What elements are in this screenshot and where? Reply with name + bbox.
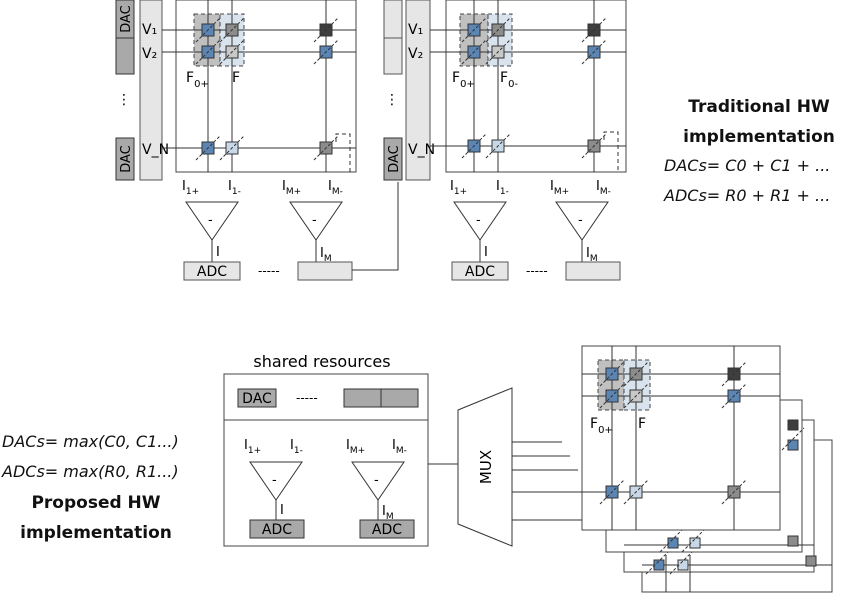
f-minus-label: F (638, 416, 646, 432)
cell (667, 537, 679, 549)
adc-label: ADC (197, 264, 227, 280)
adc-box (183, 261, 241, 281)
im-plus-label: IM+ (346, 438, 365, 456)
shared-resources-block: shared resources DAC ----- I1+ I1- IM+ I… (223, 352, 429, 547)
voltage-bar (139, 0, 163, 181)
f0-plus-label: F0+ (186, 70, 209, 90)
cell (677, 559, 689, 571)
amp2-sign: - (578, 213, 583, 228)
amp1-out-label: I (280, 503, 284, 518)
voltage-bar (405, 0, 431, 181)
adc-box (451, 261, 509, 281)
dac-top-lower-box (115, 37, 135, 75)
amplifier-2 (289, 201, 343, 241)
amplifier-1 (185, 201, 239, 241)
dac-top-lower-box (383, 37, 403, 75)
dac-bottom-box (383, 137, 403, 181)
f0-plus-label: F0+ (590, 416, 613, 436)
amp2-out-label: IM (586, 246, 598, 264)
proposed-title-line1: Proposed HW (31, 493, 161, 513)
cell (787, 419, 799, 431)
amp1-out-label: I (484, 245, 488, 260)
traditional-title-line2: implementation (683, 127, 835, 147)
mux-label: MUX (477, 450, 495, 484)
traditional-dacs-formula: DACs= C0 + C1 + ... (664, 156, 831, 175)
mux-trapezoid (457, 387, 513, 547)
v2-label: V₂ (142, 46, 157, 62)
im-plus-label: IM+ (282, 179, 301, 197)
im-minus-label: IM- (328, 179, 343, 197)
amp2-sign: - (312, 213, 317, 228)
amp1-sign: - (476, 213, 481, 228)
adc-label: ADC (465, 264, 495, 280)
i1-minus-label: I1- (290, 438, 303, 456)
proposed-adcs-formula: ADCs= max(R0, R1...) (2, 462, 179, 481)
i1-plus-label: I1+ (244, 438, 261, 456)
shared-dac-box (237, 388, 277, 408)
im-minus-label: IM- (596, 179, 611, 197)
top-left-crossbar: DAC ⋮ DAC V₁ V₂ V_N (115, 0, 399, 281)
f-minus-label: F (232, 70, 240, 86)
adc-dashes: ----- (258, 264, 280, 278)
dac-top-label: DAC (119, 5, 134, 33)
cell (787, 439, 799, 451)
shared-dac-label: DAC (242, 391, 272, 407)
f0-plus-label: F0+ (452, 70, 475, 90)
proposed-title-line2: implementation (20, 523, 172, 543)
amp1-sign: - (272, 473, 277, 488)
traditional-adcs-formula: ADCs= R0 + R1 + ... (664, 186, 831, 205)
amplifier-1 (453, 201, 507, 241)
shared-adc-1-label: ADC (262, 522, 292, 538)
cell (689, 537, 701, 549)
cell (787, 535, 799, 547)
amp2-out-label: IM (382, 504, 394, 522)
adc-box-m (297, 261, 353, 281)
amplifier-2 (555, 201, 609, 241)
proposed-title: Proposed HW implementation (6, 488, 186, 548)
vn-label: V_N (408, 142, 435, 158)
amplifier-2 (351, 461, 405, 501)
cell (805, 555, 817, 567)
i1-plus-label: I1+ (182, 179, 199, 197)
vertical-ellipsis: ⋮ (117, 92, 131, 108)
im-minus-label: IM- (392, 438, 407, 456)
i1-minus-label: I1- (496, 179, 509, 197)
amp1-sign: - (208, 213, 213, 228)
stacked-crossbars: F0+ F (581, 345, 833, 593)
shared-adc-1 (249, 519, 305, 539)
adc-box-m (565, 261, 621, 281)
dac-top-box (383, 0, 403, 39)
amp1-out-label: I (216, 245, 220, 260)
vertical-ellipsis: ⋮ (385, 92, 399, 108)
traditional-title: Traditional HW implementation (664, 92, 853, 152)
shared-resources-title: shared resources (253, 352, 390, 371)
amp2-out-label: IM (320, 246, 332, 264)
cell (653, 559, 665, 571)
adc-dashes: ----- (526, 264, 548, 278)
amp2-sign: - (374, 473, 379, 488)
dac-bottom-label: DAC (387, 145, 402, 173)
v1-label: V₁ (408, 22, 423, 38)
shared-adc-2 (359, 519, 415, 539)
top-right-crossbar: ⋮ DAC V₁ V₂ V_N F0+ F0- I1+ (383, 0, 627, 281)
dac-bottom-label: DAC (119, 145, 134, 173)
im-plus-label: IM+ (550, 179, 569, 197)
i1-plus-label: I1+ (450, 179, 467, 197)
traditional-title-line1: Traditional HW (688, 97, 830, 117)
vn-label: V_N (142, 142, 169, 158)
shared-dashes: ----- (296, 391, 318, 405)
v2-label: V₂ (408, 46, 423, 62)
v1-label: V₁ (142, 22, 157, 38)
mux: MUX (428, 387, 598, 547)
shared-adc-2-label: ADC (372, 522, 402, 538)
i1-minus-label: I1- (228, 179, 241, 197)
amplifier-1 (249, 461, 303, 501)
f0-minus-label: F0- (500, 70, 518, 90)
dac-bottom-box (115, 137, 135, 181)
proposed-dacs-formula: DACs= max(C0, C1...) (2, 432, 179, 451)
